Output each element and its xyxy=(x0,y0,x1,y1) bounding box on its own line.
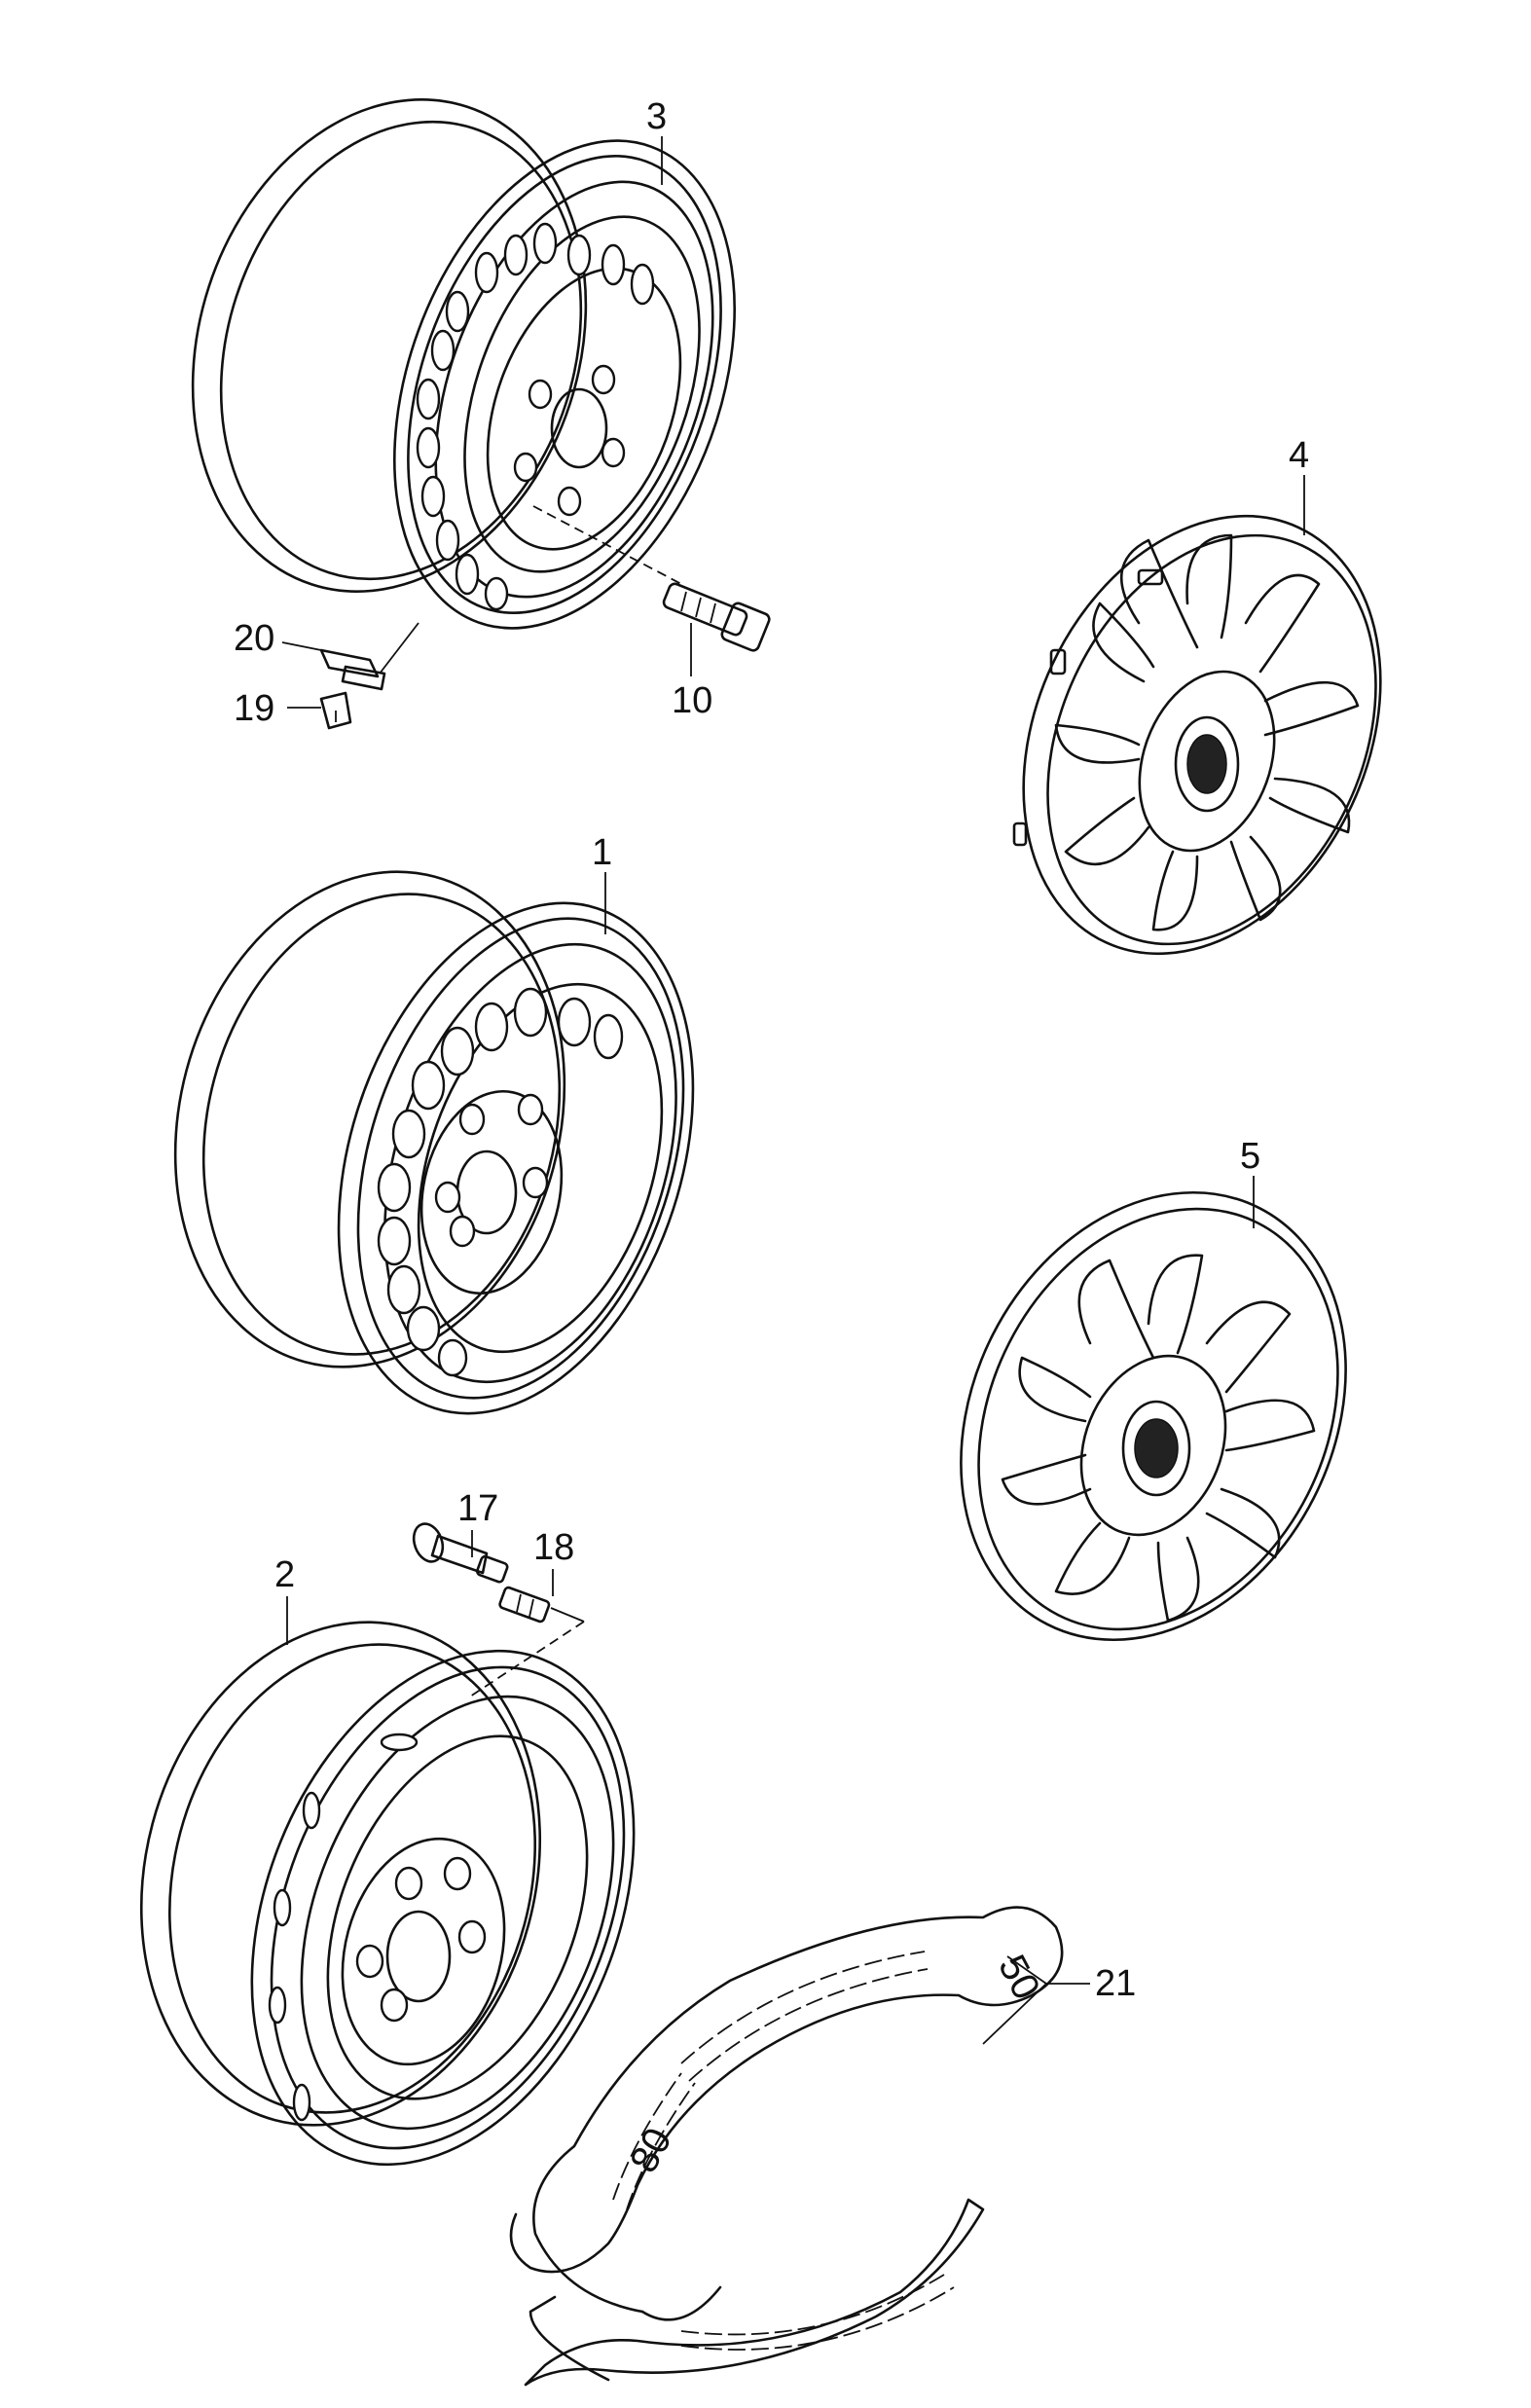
gauge-mark-50: 50 xyxy=(990,1949,1048,2007)
callout-19: 19 xyxy=(234,688,274,729)
callout-4: 4 xyxy=(1289,435,1309,476)
callout-10: 10 xyxy=(672,680,712,721)
steel-wheel-2[interactable] xyxy=(87,1577,706,2221)
leader-lines xyxy=(281,136,1305,2045)
callout-18: 18 xyxy=(533,1527,574,1568)
wheel-bolt-10[interactable] xyxy=(532,505,771,652)
balance-weight-19[interactable] xyxy=(319,691,352,730)
tread-depth-gauge-21[interactable] xyxy=(509,1906,1064,2387)
callout-21: 21 xyxy=(1095,1963,1136,2004)
steel-wheel-3[interactable] xyxy=(131,48,797,675)
callout-1: 1 xyxy=(592,832,612,873)
hubcap-5[interactable] xyxy=(887,1126,1420,1706)
balance-weight-20[interactable] xyxy=(319,622,419,691)
valve-insert-18[interactable] xyxy=(466,1586,585,1699)
callout-2: 2 xyxy=(274,1554,295,1595)
hubcap-4[interactable] xyxy=(956,457,1449,1012)
callout-17: 17 xyxy=(457,1488,498,1529)
steel-wheel-1[interactable] xyxy=(122,827,754,1459)
callout-5: 5 xyxy=(1240,1136,1260,1177)
callout-20: 20 xyxy=(234,618,274,659)
tyre-valve-17[interactable] xyxy=(409,1519,509,1584)
callout-3: 3 xyxy=(646,96,667,137)
